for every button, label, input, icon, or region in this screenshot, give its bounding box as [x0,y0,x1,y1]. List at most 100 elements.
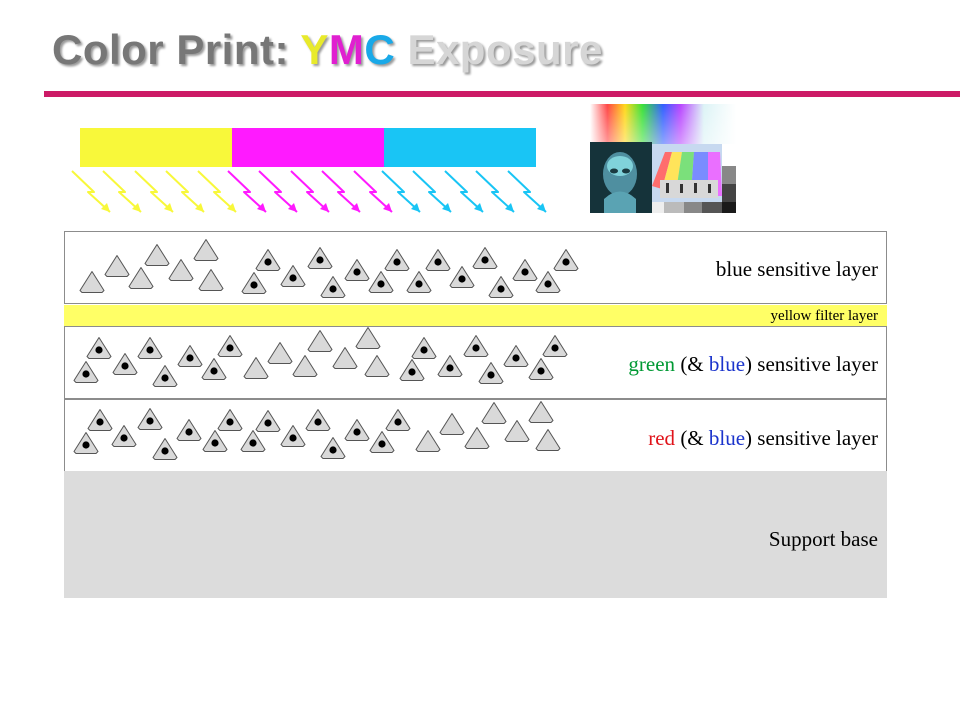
red-label-rest: ) sensitive layer [745,426,878,450]
blue-layer-grain [144,244,170,266]
yellow-exposure-arrowhead [195,203,204,212]
filter-layer-label: yellow filter layer [770,308,878,324]
red-layer-grain-dot [146,417,154,425]
blue-layer-grain-dot [458,275,466,283]
red-layer-grain-dot [96,418,104,426]
red-layer-grain-dot [289,434,297,442]
green-layer-grain-dot [472,344,480,352]
title-colon: : [274,26,301,73]
green-layer-grain [332,347,358,369]
green-layer-grain [307,330,333,352]
yellow-exposure-arrowhead [227,203,236,212]
title-rule [44,91,960,97]
support-base-label: Support base [768,527,878,551]
blue-layer-grain-dot [289,274,297,282]
red-label-blue-word: blue [708,426,746,450]
green-layer-grain-dot [95,346,103,354]
yellow-exposure-arrow [165,170,205,213]
red-layer-grain-dot [120,434,128,442]
red-label-open: (& [675,426,709,450]
blue-layer-label: blue sensitive layer [715,257,878,281]
title-letter-m: M [328,26,365,73]
magenta-exposure-arrow [227,170,267,213]
blue-layer-grain [79,271,105,293]
magenta-exposure-arrowhead [257,203,266,212]
magenta-exposure-arrowhead [351,203,360,212]
blue-layer-grain-dot [562,258,570,266]
red-layer-grain-dot [264,419,272,427]
negative-image-graphic [590,104,736,213]
red-layer-grain-dot [329,446,337,454]
blue-layer-grain-dot [481,256,489,264]
cyan-exposure-arrowhead [442,203,451,212]
red-layer-grain-dot [185,428,193,436]
green-label-blue-word: blue [708,352,746,376]
yellow-exposure-arrowhead [164,203,173,212]
green-layer-grain-dot [210,367,218,375]
magenta-exposure-arrowhead [288,203,297,212]
yellow-exposure-arrow [197,170,237,213]
blue-layer-grain-dot [377,280,385,288]
yellow-exposure-arrow [71,170,111,213]
blue-layer-grain-dot [544,280,552,288]
cyan-light-bar [384,128,536,167]
blue-layer-grain-dot [497,285,505,293]
red-layer-grain-dot [378,440,386,448]
title-part3: Exposure [407,26,603,73]
magenta-light-bar [232,128,384,167]
magenta-exposure-arrow [290,170,330,213]
magenta-exposure-arrowhead [320,203,329,212]
yellow-exposure-arrowhead [101,203,110,212]
cyan-exposure-arrowhead [505,203,514,212]
blue-layer-grain-dot [521,268,529,276]
red-layer-grain [535,429,561,451]
magenta-exposure-arrow [321,170,361,213]
green-layer-grain-dot [537,367,545,375]
cyan-exposure-arrowhead [474,203,483,212]
green-layer-grain-dot [146,346,154,354]
green-layer-grain-dot [446,364,454,372]
red-layer-grain [528,401,554,423]
blue-layer-grain-dot [316,256,324,264]
blue-layer-grain [168,259,194,281]
red-layer-label: red (& blue) sensitive layer [648,426,878,451]
red-layer-grain [464,427,490,449]
blue-layer-grain-dot [393,258,401,266]
blue-layer-grain-dot [329,285,337,293]
red-layer-grain-dot [353,428,361,436]
blue-layer-grain [104,255,130,277]
green-layer-grain-dot [161,374,169,382]
red-layer-grain [504,420,530,442]
green-layer-grain-dot [551,344,559,352]
green-word: green [628,352,676,376]
red-layer-grain [415,430,441,452]
green-label-open: (& [675,352,709,376]
magenta-exposure-arrowhead [383,203,392,212]
blue-layer-grain-dot [353,268,361,276]
green-layer-grain-dot [420,346,428,354]
red-layer-grain-dot [394,418,402,426]
green-layer-grain-dot [226,344,234,352]
red-layer-grain [439,413,465,435]
red-word: red [648,426,676,450]
cyan-exposure-arrowhead [537,203,546,212]
green-layer-grain-dot [408,368,416,376]
title-letter-c: C [364,26,396,73]
cyan-exposure-arrow [475,170,515,213]
red-layer-grain-dot [226,418,234,426]
slide-title: Color Print: YMC Exposure [52,26,603,74]
green-layer-grain [267,342,293,364]
green-layer-grain-dot [487,371,495,379]
green-layer-grain-dot [121,362,129,370]
green-layer-grain-dot [512,354,520,362]
red-layer-grain [481,402,507,424]
cyan-exposure-arrow [381,170,421,213]
negative-image-thumbnail [590,104,736,213]
yellow-exposure-arrow [134,170,174,213]
green-layer-grain-dot [82,370,90,378]
title-part1: Color Print [52,26,275,73]
yellow-exposure-arrowhead [132,203,141,212]
yellow-light-bar [80,128,232,167]
yellow-filter-layer [64,305,887,326]
